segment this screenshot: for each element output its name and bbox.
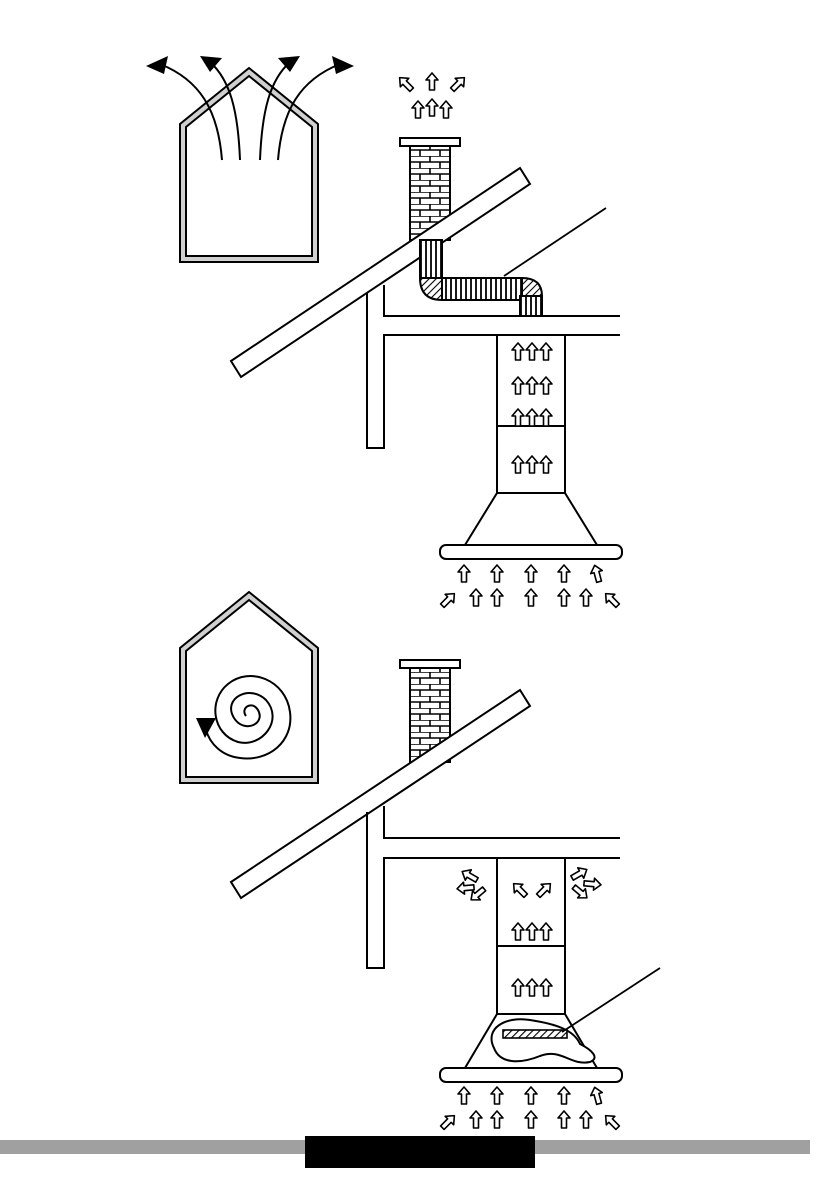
outlet-arrows bbox=[395, 73, 468, 118]
wall-ceiling bbox=[367, 285, 620, 448]
house-recirculation-spiral-icon bbox=[180, 592, 318, 783]
wall-ceiling bbox=[367, 806, 620, 968]
recirculation-mode-figure bbox=[180, 592, 660, 1132]
intake-arrows bbox=[438, 1086, 622, 1132]
footer-page-block bbox=[305, 1136, 535, 1168]
intake-arrows bbox=[438, 564, 622, 610]
exhaust-mode-figure bbox=[146, 56, 622, 610]
cooker-hood bbox=[440, 335, 622, 559]
house-airflow-out-icon bbox=[146, 56, 354, 262]
